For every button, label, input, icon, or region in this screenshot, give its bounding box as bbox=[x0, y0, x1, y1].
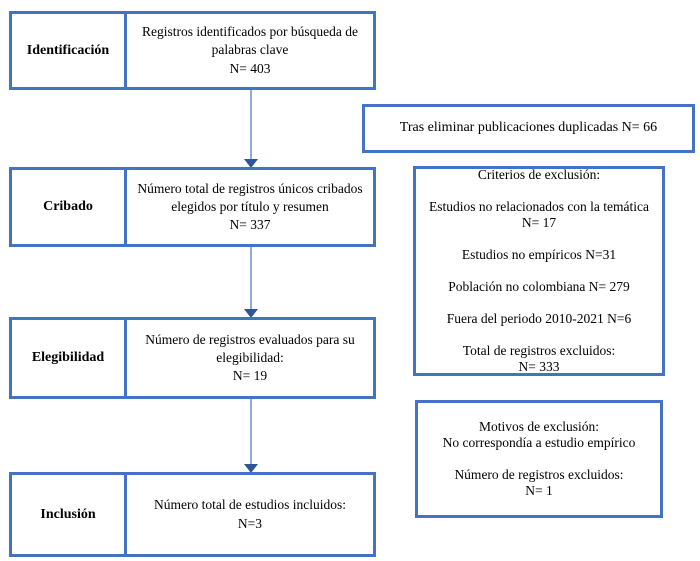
stage-label-elegibilidad: Elegibilidad bbox=[12, 320, 127, 396]
arrow-head-3-icon bbox=[244, 464, 258, 473]
stage-box-elegibilidad: Elegibilidad Número de registros evaluad… bbox=[9, 317, 376, 399]
arrow-head-2-icon bbox=[244, 309, 258, 318]
arrow-head-1-icon bbox=[244, 159, 258, 168]
stage-content-cribado: Número total de registros únicos cribado… bbox=[137, 180, 363, 233]
arrow-line-2 bbox=[250, 247, 252, 309]
stage-content-inclusion: Número total de estudios incluidos: N=3 bbox=[154, 497, 346, 531]
duplicates-removed-box: Tras eliminar publicaciones duplicadas N… bbox=[362, 104, 695, 153]
stage-content-identificacion: Registros identificados por búsqueda de … bbox=[142, 24, 358, 76]
stage-label-identificacion: Identificación bbox=[12, 14, 127, 87]
arrow-line-3 bbox=[250, 399, 252, 465]
stage-box-identificacion: Identificación Registros identificados p… bbox=[9, 11, 376, 90]
stage-label-cribado: Cribado bbox=[12, 170, 127, 244]
stage-content-elegibilidad: Número de registros evaluados para su el… bbox=[145, 331, 355, 384]
exclusion-reasons-box: Motivos de exclusión: No correspondía a … bbox=[415, 400, 663, 518]
stage-label-inclusion: Inclusión bbox=[12, 475, 127, 554]
stage-box-inclusion: Inclusión Número total de estudios inclu… bbox=[9, 472, 376, 557]
arrow-line-1 bbox=[250, 90, 252, 159]
stage-box-cribado: Cribado Número total de registros únicos… bbox=[9, 167, 376, 247]
exclusion-criteria-box: Criterios de exclusión: Estudios no rela… bbox=[413, 166, 665, 376]
